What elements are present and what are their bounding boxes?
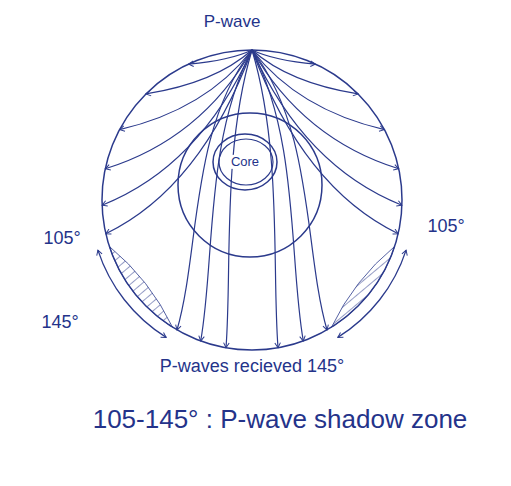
p-wave-rays (102, 50, 402, 348)
angle-arrows (98, 250, 406, 337)
note-text: 105-145° : P-wave shadow zone (93, 405, 468, 435)
angle-label: 105° (43, 228, 80, 249)
angle-label: P-wave (204, 12, 261, 32)
core-circle: Core (213, 134, 277, 190)
angle-label: 105° (427, 216, 464, 237)
core-label: Core (229, 155, 261, 169)
shadow-zone-hatch (109, 246, 394, 327)
earth-outline (102, 50, 402, 350)
angle-label: 145° (41, 312, 78, 333)
angle-label: P-waves recieved 145° (160, 356, 344, 377)
